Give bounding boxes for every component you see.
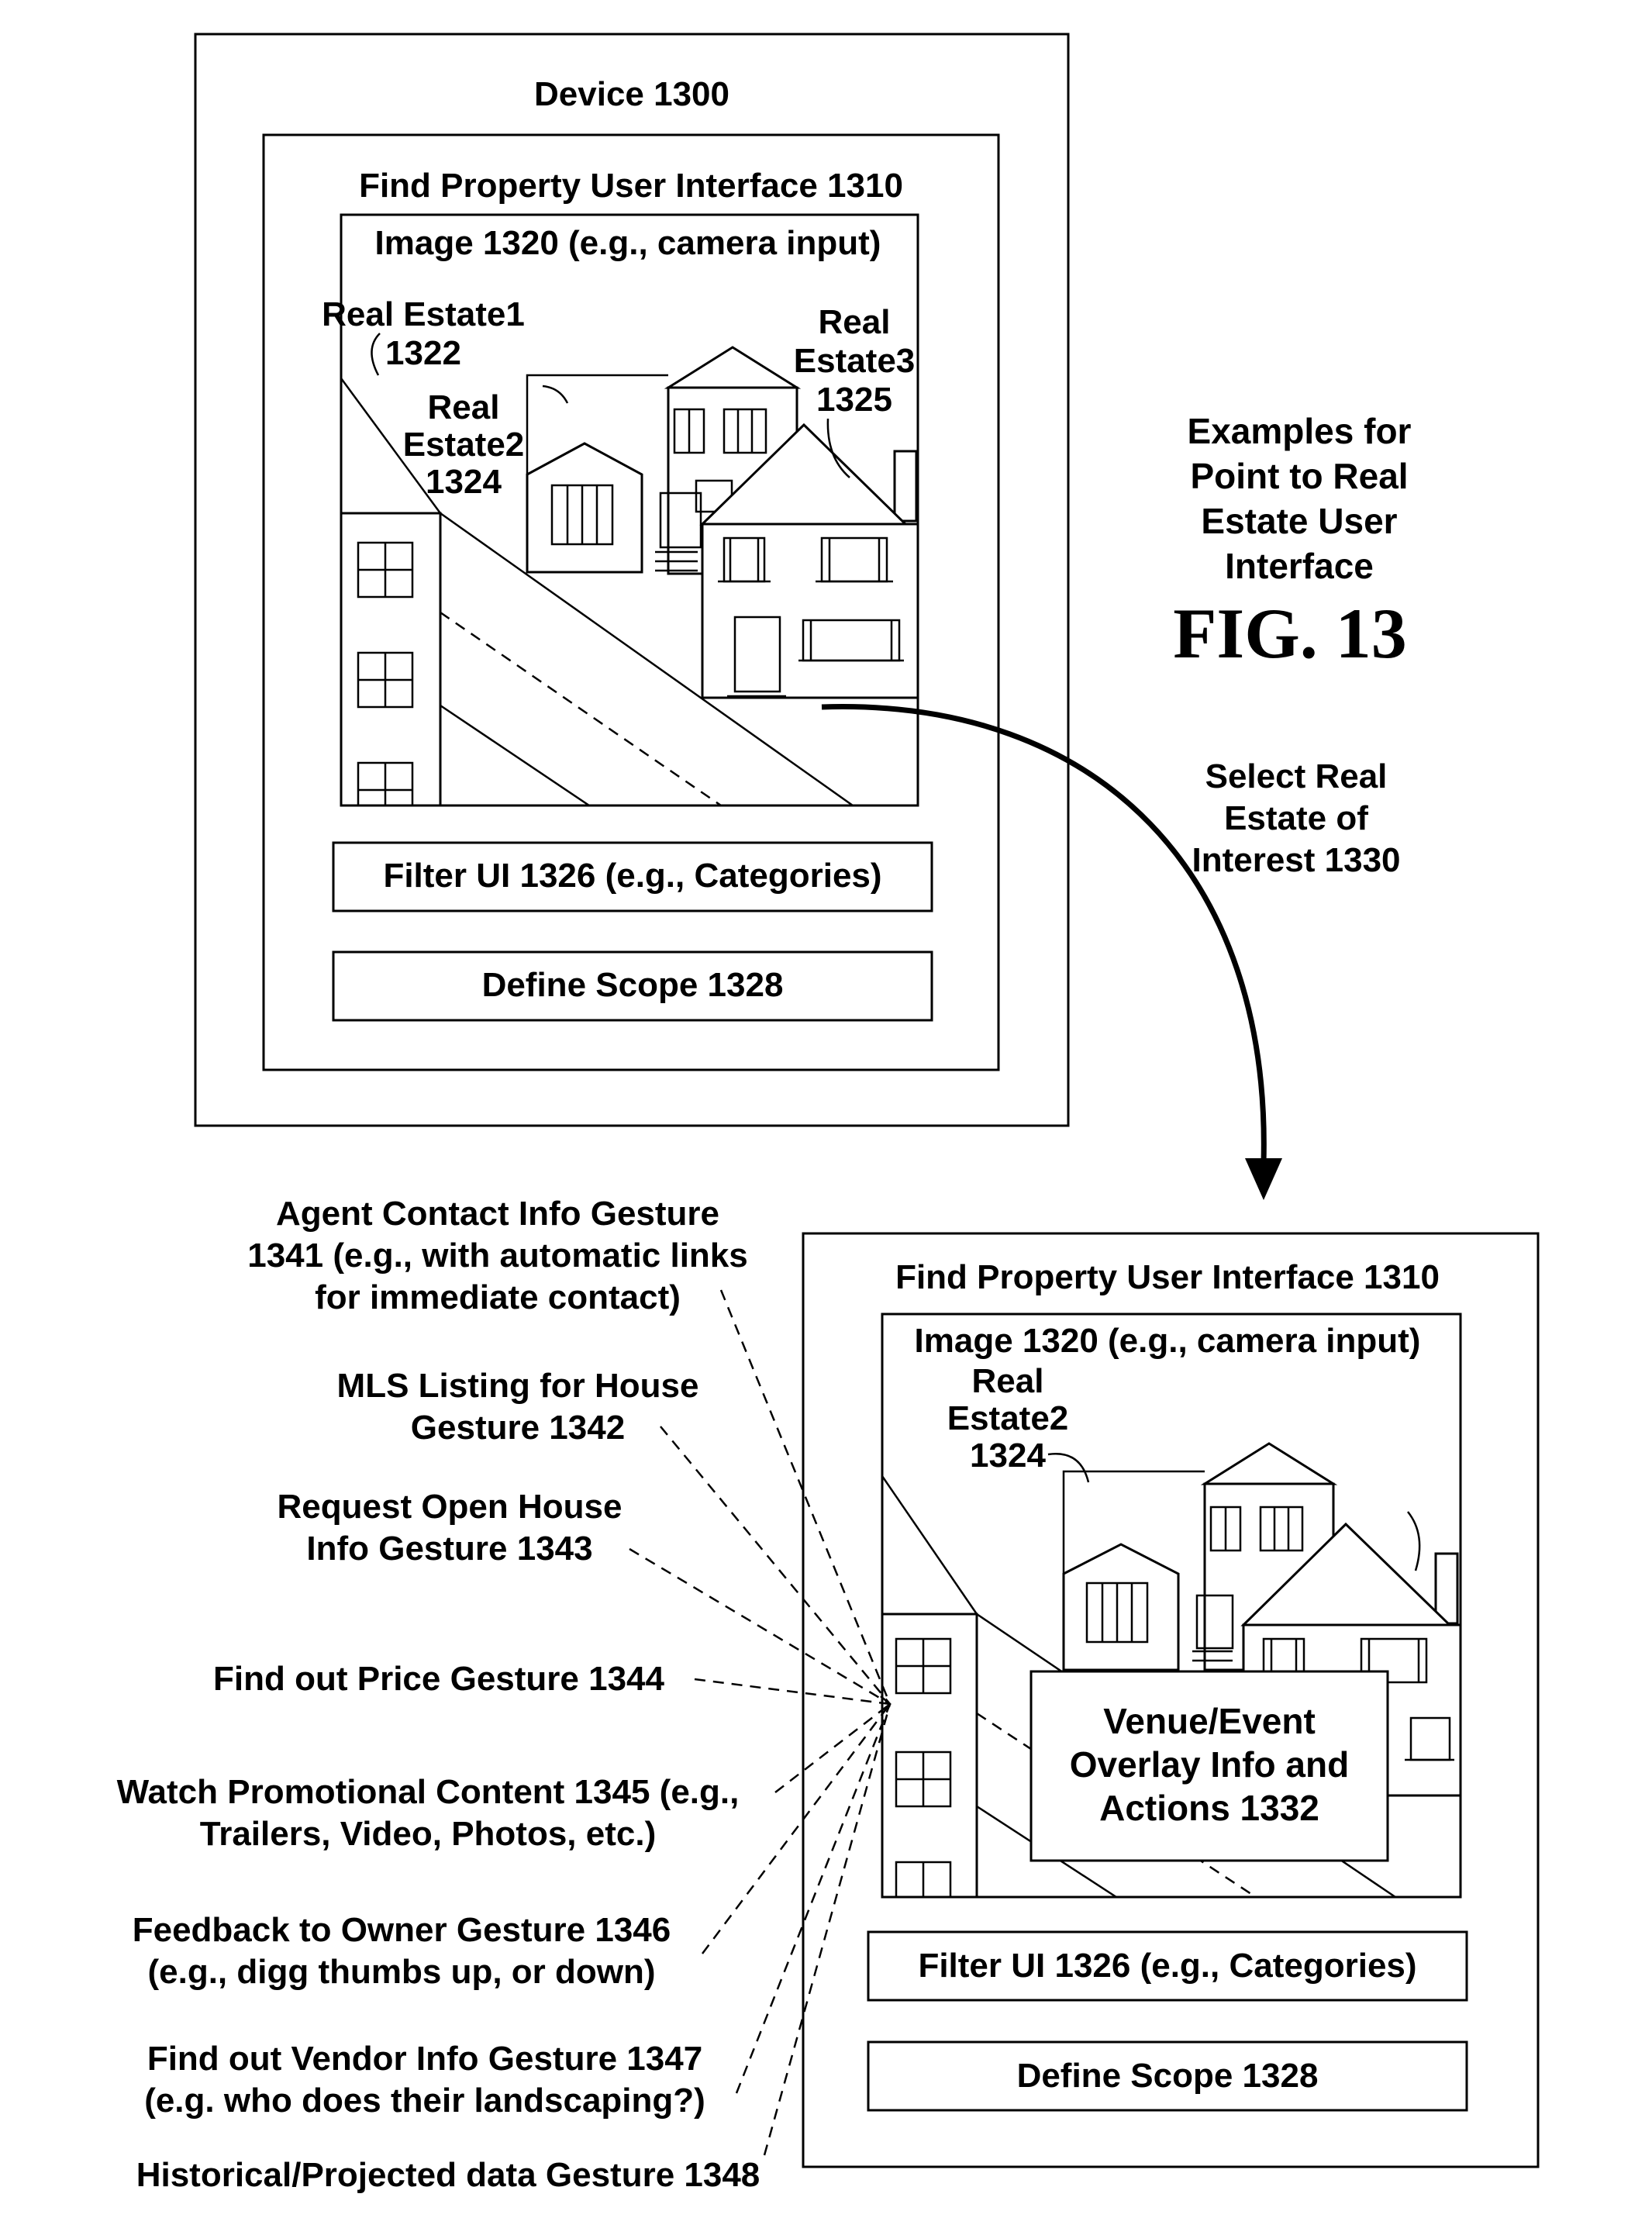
filter-ui[interactable]: Filter UI 1326 (e.g., Categories): [333, 843, 932, 911]
svg-text:for immediate contact): for immediate contact): [315, 1278, 681, 1316]
gesture-1346: Feedback to Owner Gesture 1346 (e.g., di…: [133, 1911, 671, 1991]
gesture-leader-lines: [629, 1290, 890, 2155]
result-device: Find Property User Interface 1310 Image …: [803, 1233, 1538, 2167]
venue-event-overlay[interactable]: Venue/Event Overlay Info and Actions 133…: [1031, 1671, 1388, 1861]
svg-text:Find out Vendor Info Gesture 1: Find out Vendor Info Gesture 1347: [147, 2040, 702, 2078]
ui-title: Find Property User Interface 1310: [359, 167, 903, 205]
arrow-head-icon: [1245, 1158, 1282, 1200]
svg-text:Gesture 1342: Gesture 1342: [411, 1409, 625, 1447]
figure-caption: Examples for Point to Real Estate User I…: [1173, 411, 1411, 673]
camera-image[interactable]: Image 1320 (e.g., camera input): [322, 215, 918, 817]
select-label-line-2: Estate of: [1224, 799, 1368, 837]
svg-text:Agent Contact Info Gesture: Agent Contact Info Gesture: [276, 1195, 719, 1233]
select-label-line-3: Interest 1330: [1192, 841, 1400, 879]
svg-text:Feedback to Owner Gesture 1346: Feedback to Owner Gesture 1346: [133, 1911, 671, 1949]
figure-number: FIG. 13: [1173, 594, 1407, 673]
result-callout-leader-1324: [1048, 1454, 1088, 1482]
result-filter-ui[interactable]: Filter UI 1326 (e.g., Categories): [868, 1932, 1467, 2000]
leader-1345: [775, 1704, 890, 1792]
filter-ui-label: Filter UI 1326 (e.g., Categories): [383, 857, 881, 895]
svg-text:Real Estate1: Real Estate1: [322, 295, 525, 333]
leader-1346: [702, 1704, 890, 1954]
svg-text:Request Open House: Request Open House: [278, 1488, 623, 1526]
svg-text:MLS Listing for House: MLS Listing for House: [337, 1367, 699, 1405]
svg-text:(e.g., digg thumbs up, or down: (e.g., digg thumbs up, or down): [147, 1953, 655, 1991]
svg-text:1341 (e.g., with automatic lin: 1341 (e.g., with automatic links: [247, 1237, 748, 1275]
sidewalk-line: [440, 705, 589, 805]
result-ui-title: Find Property User Interface 1310: [895, 1258, 1440, 1296]
street-center-dashed-line: [440, 612, 721, 805]
device-1300: Device 1300 Find Property User Interface…: [195, 34, 1068, 1126]
leader-1341: [721, 1290, 890, 1704]
svg-text:Info Gesture 1343: Info Gesture 1343: [306, 1530, 592, 1568]
callout-leader-1322: [371, 333, 380, 375]
result-image-title: Image 1320 (e.g., camera input): [915, 1322, 1421, 1360]
svg-text:Find out Price Gesture 1344: Find out Price Gesture 1344: [213, 1660, 664, 1698]
gesture-1344: Find out Price Gesture 1344: [213, 1660, 664, 1698]
svg-text:1325: 1325: [816, 381, 892, 419]
svg-text:Estate2: Estate2: [403, 426, 525, 464]
svg-text:1324: 1324: [970, 1437, 1046, 1475]
overlay-line-1: Venue/Event: [1103, 1701, 1316, 1741]
overlay-line-3: Actions 1332: [1099, 1788, 1319, 1828]
gesture-1345: Watch Promotional Content 1345 (e.g., Tr…: [117, 1773, 740, 1853]
svg-text:Estate2: Estate2: [947, 1399, 1069, 1437]
svg-text:Trailers, Video, Photos, etc.): Trailers, Video, Photos, etc.): [200, 1815, 656, 1853]
define-scope-button[interactable]: Define Scope 1328: [333, 952, 932, 1020]
leader-1348: [764, 1704, 890, 2155]
result-hill-line: [882, 1476, 977, 1614]
svg-text:Estate3: Estate3: [794, 342, 916, 380]
svg-text:Real: Real: [819, 303, 891, 341]
gesture-1341: Agent Contact Info Gesture 1341 (e.g., w…: [247, 1195, 748, 1316]
svg-text:1324: 1324: [426, 463, 502, 501]
leader-1343: [629, 1549, 890, 1704]
leader-1342: [660, 1426, 890, 1704]
result-label-real-estate2: Real Estate2 1324: [947, 1362, 1088, 1482]
result-camera-image[interactable]: Image 1320 (e.g., camera input): [882, 1314, 1461, 1916]
left-building: [341, 513, 440, 805]
svg-text:1322: 1322: [385, 334, 461, 372]
svg-text:Real: Real: [428, 388, 500, 426]
gesture-1342: MLS Listing for House Gesture 1342: [337, 1367, 699, 1447]
result-define-scope-button[interactable]: Define Scope 1328: [868, 2042, 1467, 2110]
svg-text:Watch Promotional Content 1345: Watch Promotional Content 1345 (e.g.,: [117, 1773, 740, 1811]
image-title: Image 1320 (e.g., camera input): [375, 224, 881, 262]
label-real-estate1: Real Estate1 1322: [322, 295, 525, 375]
caption-line-2: Point to Real: [1190, 456, 1408, 496]
gesture-1347: Find out Vendor Info Gesture 1347 (e.g. …: [144, 2040, 705, 2120]
find-property-ui: Find Property User Interface 1310 Image …: [264, 135, 998, 1070]
result-callout-leader-right: [1408, 1512, 1419, 1571]
leader-1347: [736, 1704, 890, 2093]
chimney: [895, 451, 916, 521]
svg-text:Historical/Projected data Gest: Historical/Projected data Gesture 1348: [136, 2156, 760, 2194]
result-define-scope-label: Define Scope 1328: [1017, 2057, 1319, 2095]
caption-line-1: Examples for: [1188, 411, 1412, 451]
selection-arrow: [822, 707, 1264, 1163]
caption-line-3: Estate User: [1201, 501, 1397, 541]
gesture-1348: Historical/Projected data Gesture 1348: [136, 2156, 760, 2194]
gesture-list: Agent Contact Info Gesture 1341 (e.g., w…: [117, 1195, 760, 2194]
device-title: Device 1300: [534, 75, 729, 113]
caption-line-4: Interface: [1225, 546, 1374, 586]
svg-text:Real: Real: [972, 1362, 1044, 1400]
svg-text:(e.g. who does their landscapi: (e.g. who does their landscaping?): [144, 2082, 705, 2120]
select-label-line-1: Select Real: [1205, 757, 1388, 795]
define-scope-label: Define Scope 1328: [482, 966, 784, 1004]
leader-1344: [695, 1679, 890, 1704]
gesture-1343: Request Open House Info Gesture 1343: [278, 1488, 623, 1568]
callout-leader-1324: [543, 386, 567, 403]
result-filter-ui-label: Filter UI 1326 (e.g., Categories): [918, 1947, 1416, 1985]
result-chimney: [1436, 1554, 1457, 1623]
overlay-line-2: Overlay Info and: [1070, 1744, 1349, 1785]
